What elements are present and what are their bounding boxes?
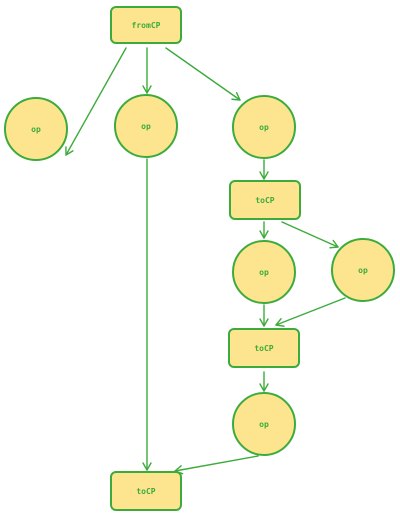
node-circle <box>331 238 395 302</box>
node-box <box>228 328 300 368</box>
node-op-right-2b: op <box>331 238 395 302</box>
edges-layer <box>65 47 346 475</box>
node-op-right-2a: op <box>232 240 296 304</box>
node-box <box>110 6 182 44</box>
node-circle <box>232 240 296 304</box>
node-label: op <box>141 122 151 131</box>
node-label: op <box>31 125 41 134</box>
node-op-right-bottom: op <box>232 392 296 456</box>
edge-op-right-bottom-to-tocp-bottom <box>174 455 259 475</box>
node-box <box>229 180 301 220</box>
node-label: op <box>358 266 368 275</box>
edge-fromcp-to-op-left <box>65 47 127 156</box>
node-tocp-right-2: toCP <box>228 328 300 368</box>
edge-op-right-2b-to-tocp-right-2 <box>275 297 346 327</box>
node-fromcp: fromCP <box>110 6 182 44</box>
node-box <box>110 471 182 511</box>
edge-fromcp-to-op-right-top <box>165 47 241 101</box>
node-circle <box>232 95 296 159</box>
node-tocp-right-1: toCP <box>229 180 301 220</box>
node-circle <box>4 97 68 161</box>
node-op-right-top: op <box>232 95 296 159</box>
node-label: op <box>259 268 269 277</box>
node-label: op <box>259 123 269 132</box>
node-label: op <box>259 420 269 429</box>
node-circle <box>232 392 296 456</box>
node-circle <box>114 94 178 158</box>
node-label: toCP <box>136 487 155 496</box>
edge-tocp-right-1-to-op-right-2b <box>281 221 339 249</box>
node-tocp-bottom: toCP <box>110 471 182 511</box>
nodes-layer: fromCP op op op toCP op op toCP op toCP <box>4 6 395 511</box>
node-op-left: op <box>4 97 68 161</box>
node-label: fromCP <box>132 21 161 30</box>
node-label: toCP <box>254 344 273 353</box>
node-op-mid: op <box>114 94 178 158</box>
node-label: toCP <box>255 196 274 205</box>
